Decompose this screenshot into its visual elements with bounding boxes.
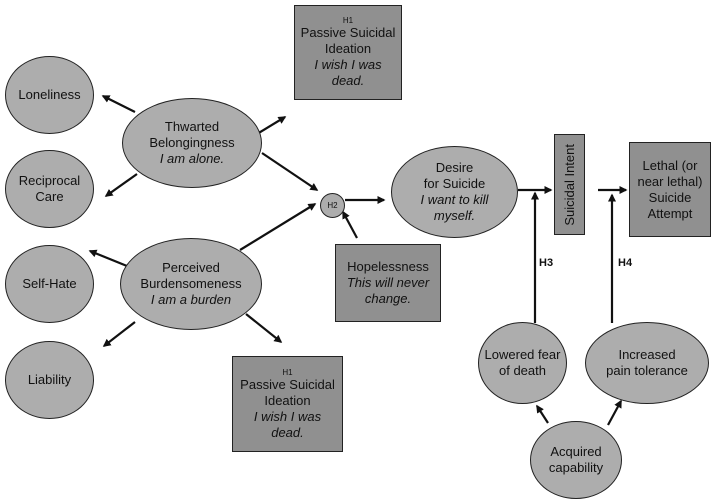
desire-quote-1: I want to kill xyxy=(420,192,489,207)
arrow-perceived-to-liability xyxy=(102,321,136,347)
arrow-thwarted-to-loneliness xyxy=(101,95,136,113)
fear-label-2: of death xyxy=(499,363,546,378)
arrow-hopelessness-to-h2 xyxy=(342,210,358,239)
desire-label-1: Desire xyxy=(435,160,474,175)
passive-ideation-top-box: H1 Passive Suicidal Ideation I wish I wa… xyxy=(294,5,402,100)
arrow-acquired-to-pain xyxy=(607,399,622,426)
h4-label: H4 xyxy=(618,257,633,269)
acquired-label-1: Acquired xyxy=(550,444,602,459)
hopelessness-quote-1: This will never xyxy=(346,275,430,290)
acquired-label-2: capability xyxy=(548,460,604,475)
self-hate-label: Self-Hate xyxy=(22,276,77,291)
acquired-capability-node: Acquired capability xyxy=(530,421,622,499)
thwarted-quote: I am alone. xyxy=(159,151,225,166)
thwarted-belongingness-node: Thwarted Belongingness I am alone. xyxy=(122,98,262,188)
arrow-perceived-to-selfhate xyxy=(88,249,128,268)
h2-label: H2 xyxy=(327,201,338,210)
liability-label: Liability xyxy=(27,372,72,387)
thwarted-label-1: Thwarted xyxy=(164,119,220,134)
pain-label-2: pain tolerance xyxy=(606,363,688,378)
reciprocal-care-label-2: Care xyxy=(35,189,64,204)
passive-bottom-quote-2: dead. xyxy=(271,424,304,440)
hopelessness-title: Hopelessness xyxy=(347,259,429,274)
perceived-label-2: Burdensomeness xyxy=(140,276,242,291)
lowered-fear-node: Lowered fear of death xyxy=(478,322,567,404)
reciprocal-care-node: Reciprocal Care xyxy=(5,150,94,228)
loneliness-label: Loneliness xyxy=(18,87,81,102)
arrow-thwarted-to-reciprocal xyxy=(104,173,138,197)
passive-bottom-quote-1: I wish I was xyxy=(253,408,322,424)
reciprocal-care-label-1: Reciprocal xyxy=(18,173,81,188)
thwarted-label-2: Belongingness xyxy=(149,135,235,150)
suicidal-intent-box: Suicidal Intent xyxy=(554,134,585,235)
arrow-perceived-to-h2 xyxy=(239,203,317,251)
lethal-label-4: Attempt xyxy=(647,205,693,221)
desire-label-2: for Suicide xyxy=(423,176,486,191)
passive-top-quote-1: I wish I was xyxy=(314,57,382,72)
perceived-label-1: Perceived xyxy=(162,260,220,275)
perceived-quote: I am a burden xyxy=(150,292,232,307)
passive-bottom-label-2: Ideation xyxy=(264,392,311,408)
passive-bottom-h1-tag: H1 xyxy=(282,367,293,377)
arrow-thwarted-to-passive-top xyxy=(256,116,287,135)
pain-label-1: Increased xyxy=(618,347,676,362)
lethal-label-1: Lethal (or xyxy=(642,157,698,173)
arrow-thwarted-to-h2 xyxy=(261,152,319,191)
h3-label: H3 xyxy=(539,257,554,269)
self-hate-node: Self-Hate xyxy=(5,245,94,323)
suicidal-intent-label: Suicidal Intent xyxy=(561,143,577,226)
perceived-burdensomeness-node: Perceived Burdensomeness I am a burden xyxy=(120,238,262,330)
liability-node: Liability xyxy=(5,341,94,419)
loneliness-node: Loneliness xyxy=(5,56,94,134)
passive-ideation-bottom-box: H1 Passive Suicidal Ideation I wish I wa… xyxy=(232,356,343,452)
arrow-perceived-to-passive-bottom xyxy=(245,313,283,343)
fear-label-1: Lowered fear xyxy=(484,347,561,362)
lethal-label-3: Suicide xyxy=(648,189,692,205)
passive-bottom-label-1: Passive Suicidal xyxy=(240,376,335,392)
desire-for-suicide-node: Desire for Suicide I want to kill myself… xyxy=(391,146,518,238)
h2-node: H2 xyxy=(320,193,345,218)
arrow-acquired-to-fear xyxy=(536,404,549,424)
passive-top-h1-tag: H1 xyxy=(342,16,354,25)
pain-tolerance-node: Increased pain tolerance xyxy=(585,322,709,404)
desire-quote-2: myself. xyxy=(433,208,476,223)
hopelessness-box: Hopelessness This will never change. xyxy=(335,244,441,322)
passive-top-label-1: Passive Suicidal xyxy=(300,25,396,40)
lethal-attempt-box: Lethal (or near lethal) Suicide Attempt xyxy=(629,142,711,237)
lethal-label-2: near lethal) xyxy=(637,173,703,189)
passive-top-label-2: Ideation xyxy=(324,41,372,56)
passive-top-quote-2: dead. xyxy=(331,73,365,88)
hopelessness-quote-2: change. xyxy=(364,291,412,306)
